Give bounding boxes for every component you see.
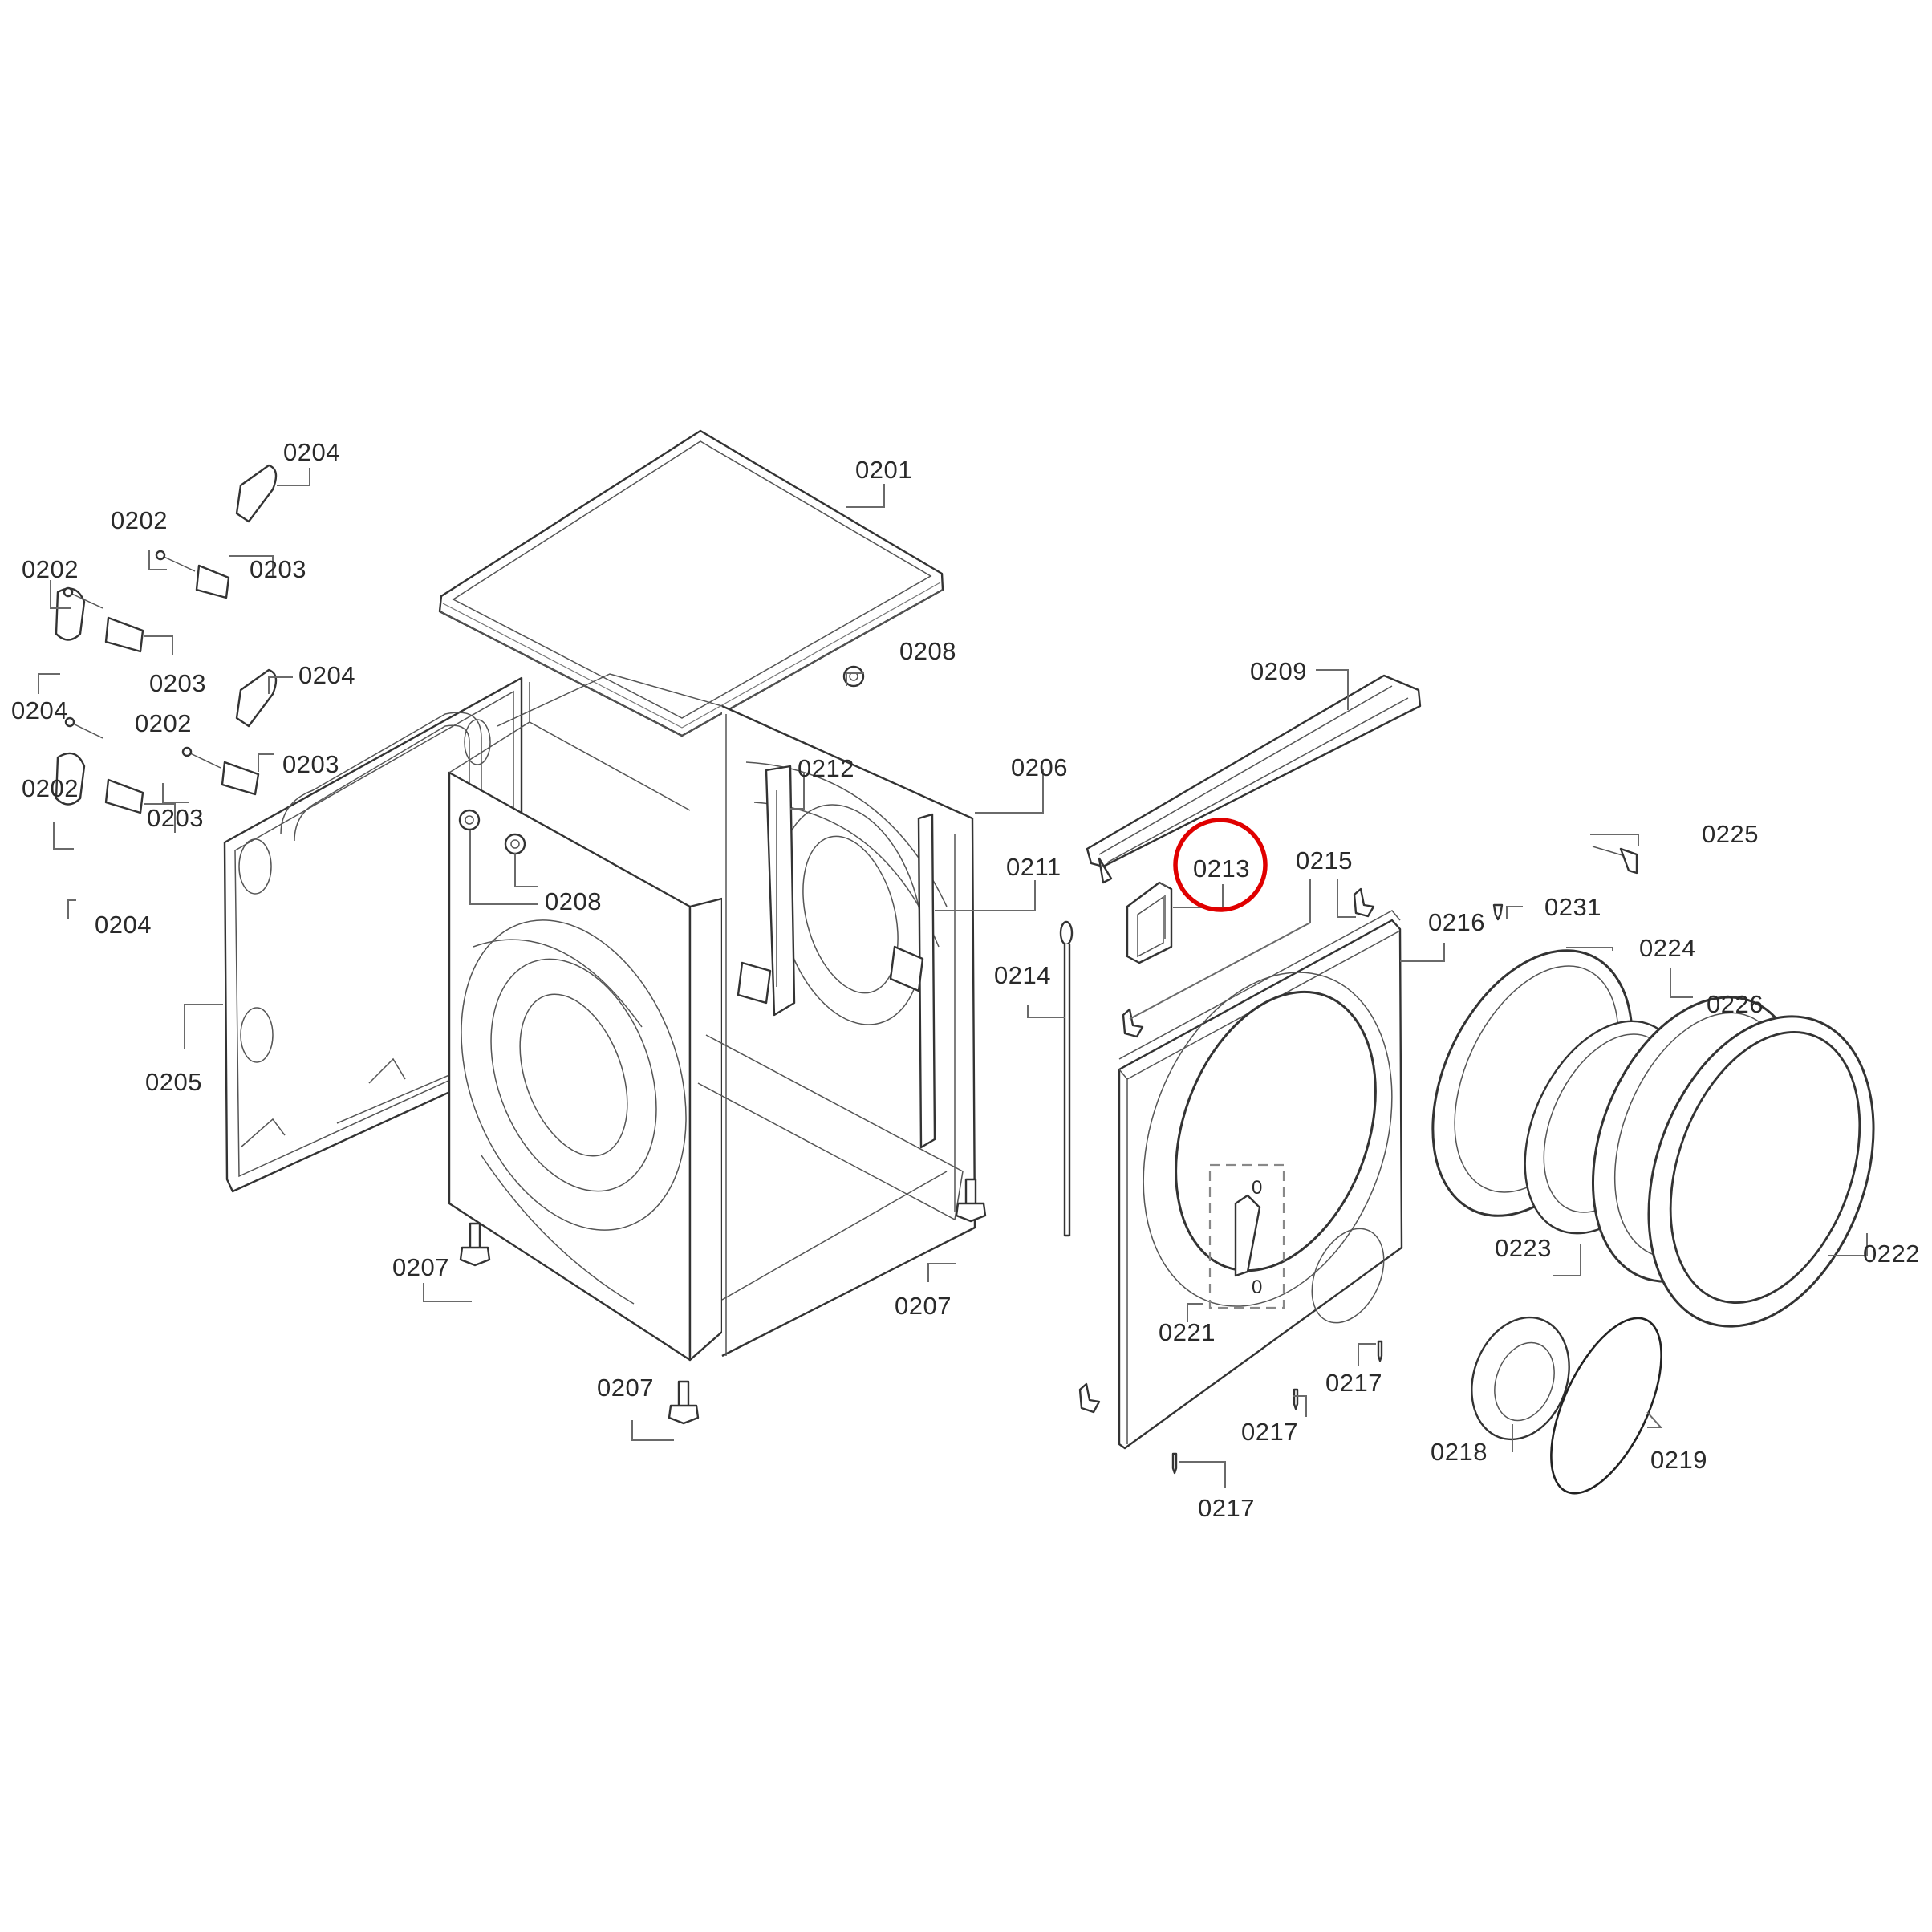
top-rail-part	[1086, 674, 1422, 884]
callout-0217[interactable]: 0217	[1241, 1418, 1298, 1446]
top-cover-part	[438, 429, 944, 737]
door-assembly	[1431, 949, 1875, 1328]
callout-0214[interactable]: 0214	[994, 961, 1051, 989]
door-lock-ring-part	[1471, 1316, 1570, 1441]
callout-0208[interactable]: 0208	[899, 637, 956, 665]
hinge-mark-top: 0	[1252, 1177, 1263, 1199]
callout-0202[interactable]: 0202	[111, 506, 168, 534]
callout-0221[interactable]: 0221	[1159, 1318, 1216, 1346]
callout-0207[interactable]: 0207	[392, 1253, 449, 1281]
highlight-circle	[1173, 818, 1268, 912]
callout-0225[interactable]: 0225	[1702, 820, 1759, 848]
callout-0204[interactable]: 0204	[298, 661, 355, 689]
callout-0209[interactable]: 0209	[1250, 657, 1307, 685]
foot-part	[459, 1178, 987, 1425]
callout-0222[interactable]: 0222	[1863, 1240, 1920, 1268]
callout-0204[interactable]: 0204	[11, 696, 68, 724]
clamp-wire-part	[1550, 1317, 1662, 1495]
callout-0215[interactable]: 0215	[1296, 846, 1353, 875]
callout-0219[interactable]: 0219	[1650, 1446, 1707, 1474]
callout-0216[interactable]: 0216	[1428, 908, 1485, 936]
front-panel-part: 0 0	[1118, 910, 1403, 1450]
hinge-clip-part	[1122, 887, 1375, 1038]
callout-0203[interactable]: 0203	[149, 669, 206, 697]
callout-0202[interactable]: 0202	[135, 709, 192, 737]
panel-screw-part	[1078, 1340, 1383, 1475]
callout-0224[interactable]: 0224	[1639, 934, 1696, 962]
callout-0207[interactable]: 0207	[597, 1374, 654, 1402]
callout-0202[interactable]: 0202	[22, 774, 79, 802]
callout-0203[interactable]: 0203	[282, 750, 339, 778]
door-catch-part	[1592, 846, 1638, 875]
callout-0203[interactable]: 0203	[147, 804, 204, 832]
callout-0206[interactable]: 0206	[1011, 753, 1068, 781]
leader-lines	[38, 468, 1868, 1488]
cabinet-part	[448, 673, 976, 1362]
callout-0226[interactable]: 0226	[1707, 990, 1764, 1018]
callout-0208[interactable]: 0208	[545, 887, 602, 915]
callout-0212[interactable]: 0212	[798, 754, 854, 782]
small-screw-part	[1492, 903, 1504, 921]
grommet-part	[458, 665, 865, 855]
callout-0213[interactable]: 0213	[1193, 854, 1250, 883]
callout-0204[interactable]: 0204	[95, 911, 152, 939]
callout-0217[interactable]: 0217	[1198, 1494, 1255, 1522]
callout-0202[interactable]: 0202	[22, 555, 79, 583]
module-housing-part	[1126, 881, 1173, 964]
callout-0218[interactable]: 0218	[1431, 1438, 1488, 1466]
hinge-hardware	[55, 464, 278, 814]
rod-part	[1059, 920, 1074, 1237]
part-labels: 0201 0202 0202 0202 0202 0203 0203 0203 …	[11, 438, 1920, 1522]
callout-0203[interactable]: 0203	[250, 555, 306, 583]
callout-0207[interactable]: 0207	[895, 1292, 952, 1320]
callout-0201[interactable]: 0201	[855, 456, 912, 484]
callout-0211[interactable]: 0211	[1006, 853, 1061, 881]
callout-0204[interactable]: 0204	[283, 438, 340, 466]
callout-0217[interactable]: 0217	[1325, 1369, 1382, 1397]
callout-0223[interactable]: 0223	[1495, 1234, 1552, 1262]
callout-0205[interactable]: 0205	[145, 1068, 202, 1096]
callout-0231[interactable]: 0231	[1544, 893, 1601, 921]
hinge-mark-bottom: 0	[1252, 1276, 1263, 1298]
